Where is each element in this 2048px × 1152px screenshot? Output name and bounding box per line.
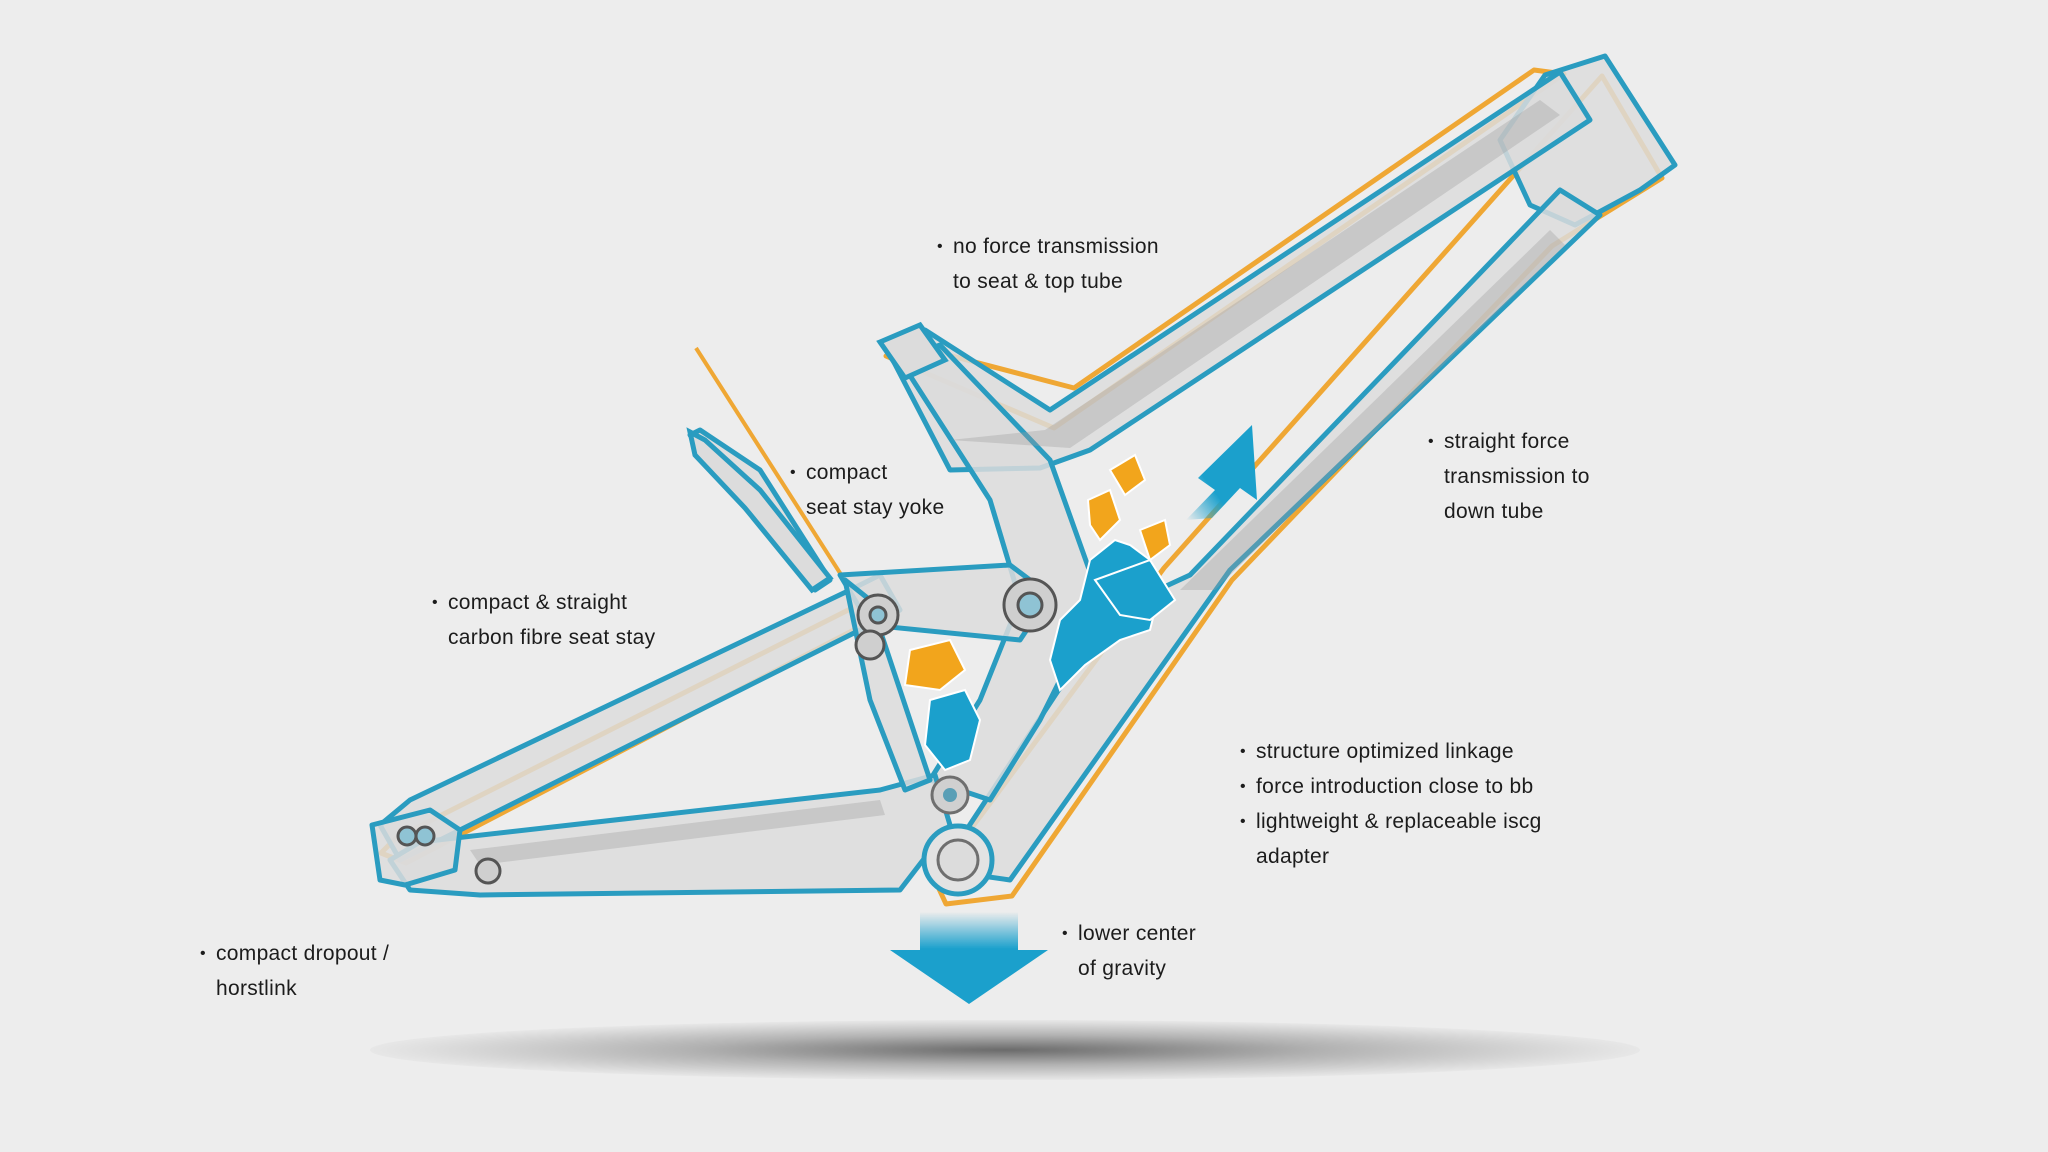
callout-top-tube-line-1: no force transmission: [937, 229, 1159, 264]
force-arrow-up-right: [1186, 425, 1257, 520]
bottom-bracket: [921, 775, 995, 897]
callout-linkage-line-1: structure optimized linkage: [1240, 734, 1542, 769]
callout-dropout-line-2: horstlink: [216, 977, 297, 1000]
dropout-pivots: [396, 825, 502, 885]
shock-extension: [686, 427, 834, 594]
tube-shading: [470, 100, 1565, 865]
gravity-arrow-down: [890, 912, 1048, 1004]
callout-linkage-line-2: force introduction close to bb: [1240, 769, 1542, 804]
callout-dropout-line-1: compact dropout /: [200, 936, 389, 971]
callout-down-tube-line-2: transmission to: [1444, 465, 1590, 488]
callout-seat-stay-line-2: carbon fibre seat stay: [448, 626, 656, 649]
callout-gravity-line-2: of gravity: [1078, 957, 1167, 980]
callout-seat-stay-yoke: compact seat stay yoke: [790, 455, 944, 525]
callout-down-tube-line-3: down tube: [1444, 500, 1544, 523]
ground-shadow: [370, 1020, 1640, 1080]
linkage-highlight-orange: [903, 453, 1172, 692]
callout-down-tube: straight force transmission to down tube: [1428, 424, 1590, 529]
rocker-pivot: [854, 593, 900, 661]
callout-top-tube-line-2: to seat & top tube: [953, 270, 1124, 293]
callout-yoke-line-2: seat stay yoke: [806, 496, 945, 519]
callout-seat-stay-line-1: compact & straight: [432, 585, 655, 620]
linkage-highlight-blue: [923, 538, 1177, 772]
callout-down-tube-line-1: straight force: [1428, 424, 1590, 459]
callout-top-tube: no force transmission to seat & top tube: [937, 229, 1159, 299]
callout-seat-stay: compact & straight carbon fibre seat sta…: [432, 585, 655, 655]
callout-linkage: structure optimized linkage force introd…: [1240, 734, 1542, 874]
callout-linkage-line-4: adapter: [1256, 845, 1330, 868]
callout-yoke-line-1: compact: [790, 455, 944, 490]
seat-clamp: [876, 321, 949, 382]
callout-gravity-line-1: lower center: [1062, 916, 1196, 951]
main-pivot: [1002, 577, 1058, 633]
callout-linkage-line-3: lightweight & replaceable iscg: [1240, 804, 1542, 839]
callout-gravity: lower center of gravity: [1062, 916, 1196, 986]
callout-dropout: compact dropout / horstlink: [200, 936, 389, 1006]
